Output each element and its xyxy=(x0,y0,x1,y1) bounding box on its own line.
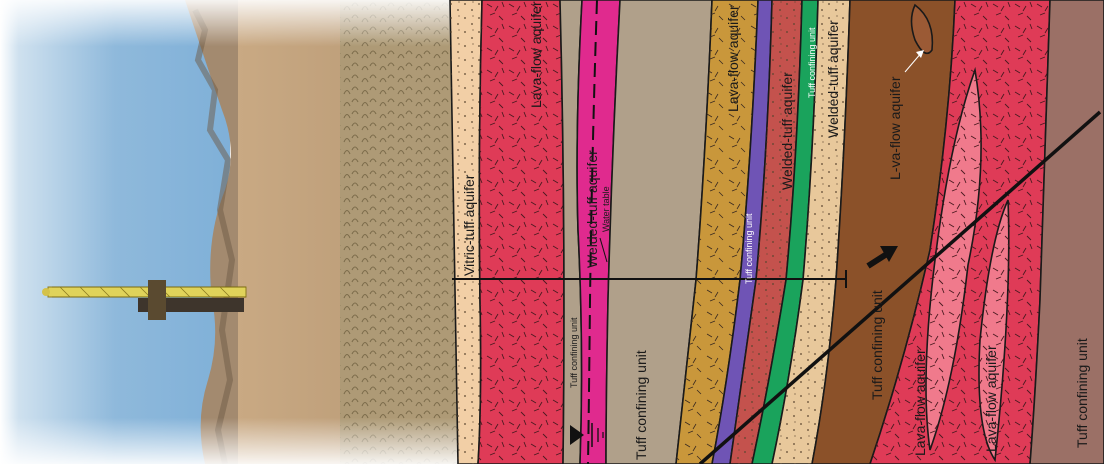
label-tuff-confining-unit-brown: Tuff confining unit xyxy=(869,290,885,400)
label-lava-flow-aquifer-2: Lava-flow aquifer xyxy=(725,5,741,112)
label-tuff-confining-unit-green: Tuff confining unit xyxy=(807,27,817,98)
photo-fade-overlay xyxy=(0,0,460,464)
label-tuff-confining-unit-big: Tuff confining unit xyxy=(633,350,649,460)
label-lava-flow-aquifer-3: L-va-flow aquifer xyxy=(887,76,903,180)
label-tuff-confining-unit-purple: Tuff confining unit xyxy=(744,213,754,284)
label-vitric-tuff-aquifer: Vitric-tuff aquifer xyxy=(461,174,477,276)
label-lava-flow-aquifer-5: Lava-flow aquifer xyxy=(983,345,999,452)
label-lava-flow-aquifer-4: Lava-flow aquifer xyxy=(912,349,928,456)
label-welded-tuff-aquifer-1: Welded-tuff aquifer xyxy=(584,150,600,268)
label-welded-tuff-aquifer-3: Welded-tuff aquifer xyxy=(825,20,841,138)
label-tuff-confining-unit-thin: Tuff confining unit xyxy=(569,317,579,388)
layer-lava-flow-1-pattern xyxy=(478,0,564,464)
label-lava-flow-aquifer-1: Lava-flow aquifer xyxy=(528,1,544,108)
label-water-table: Water table xyxy=(601,186,611,232)
label-welded-tuff-aquifer-2: Welded-tuff aquifer xyxy=(779,72,795,190)
label-tuff-confining-unit-mauve: Tuff confining unit xyxy=(1074,338,1090,448)
